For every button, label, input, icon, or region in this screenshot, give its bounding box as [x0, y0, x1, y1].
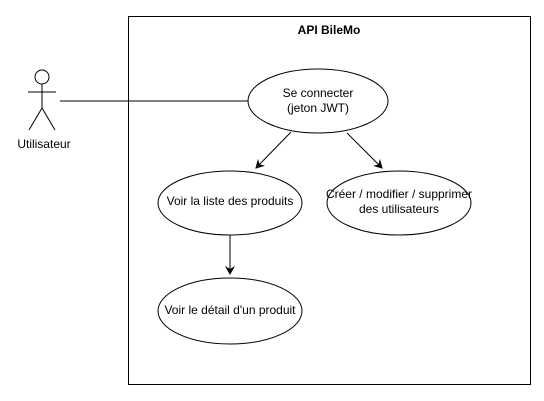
- system-title: API BileMo: [298, 23, 361, 37]
- use-case-product-detail: Voir le détail d'un produit: [157, 277, 303, 345]
- use-case-users-line2: des utilisateurs: [359, 202, 439, 216]
- use-case-list-products: Voir la liste des produits: [157, 170, 303, 236]
- actor-label: Utilisateur: [17, 137, 70, 151]
- use-case-detail-label: Voir le détail d'un produit: [164, 303, 296, 317]
- use-case-list-label: Voir la liste des produits: [167, 194, 294, 208]
- arrow-login-to-users: [346, 132, 383, 169]
- actor-stick-figure: [28, 69, 56, 131]
- use-case-login-line1: Se connecter: [283, 86, 354, 100]
- use-case-login-line2: (jeton JWT): [287, 101, 349, 115]
- use-case-login: Se connecter (jeton JWT): [247, 68, 389, 134]
- use-case-users-line1: Créer / modifier / supprimer: [326, 187, 472, 201]
- use-case-manage-users: Créer / modifier / supprimer des utilisa…: [326, 170, 472, 236]
- arrow-login-to-list: [255, 131, 292, 169]
